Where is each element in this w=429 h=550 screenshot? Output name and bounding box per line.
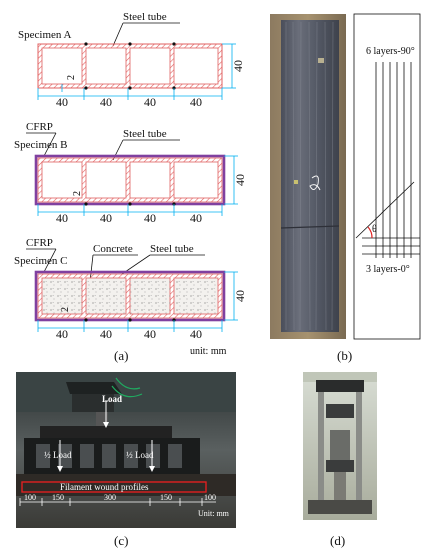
specimen-b-width-1: 40: [56, 211, 68, 225]
panel-c: Load ½ Load ½ Load Filament wound profil…: [16, 372, 236, 548]
specimen-b-tube-label: Steel tube: [123, 128, 167, 140]
specimen-c-width-3: 40: [144, 327, 156, 341]
specimen-c-width-1: 40: [56, 327, 68, 341]
panel-c-unit: Unit: mm: [198, 509, 230, 518]
specimen-b-thickness: 2: [72, 191, 83, 196]
specimen-c-label: Specimen C: [14, 255, 67, 267]
panel-a-unit: unit: mm: [190, 346, 227, 357]
specimen-c-cfrp-label: CFRP: [26, 237, 53, 249]
span-1: 100: [24, 493, 36, 502]
panel-a-caption: (a): [114, 348, 128, 363]
specimen-a-label: Specimen A: [18, 29, 72, 41]
specimen-a-height: 40: [231, 60, 245, 72]
specimen-a-thickness: 2: [66, 75, 77, 80]
top-layers-label: 6 layers-90°: [366, 46, 415, 57]
specimen-b-height: 40: [233, 174, 247, 186]
specimen-b-width-4: 40: [190, 211, 202, 225]
profile-label: Filament wound profiles: [60, 482, 149, 492]
span-2: 150: [52, 493, 64, 502]
span-4: 150: [160, 493, 172, 502]
panel-b-caption: (b): [337, 348, 352, 363]
specimen-c-height: 40: [233, 290, 247, 302]
specimen-c-width-2: 40: [100, 327, 112, 341]
half-load-right-label: ½ Load: [126, 450, 154, 460]
specimen-a-width-4: 40: [190, 95, 202, 109]
span-3: 300: [104, 493, 116, 502]
specimen-c-tube-label: Steel tube: [150, 243, 194, 255]
bottom-layers-label: 3 layers-0°: [366, 264, 410, 275]
specimen-c-section: CFRP Specimen C Concrete Steel tube 2: [14, 237, 247, 341]
specimen-c-thickness: 2: [60, 307, 71, 312]
span-5: 100: [204, 493, 216, 502]
panel-a: Specimen A Steel tube 2 40: [14, 11, 247, 363]
panel-c-caption: (c): [114, 533, 128, 548]
panel-b: θ 6 layers-90° 3 layers-0° (b): [270, 13, 421, 363]
specimen-b-width-3: 40: [144, 211, 156, 225]
specimen-photo: [270, 14, 346, 339]
specimen-b-cfrp-label: CFRP: [26, 121, 53, 133]
theta-label: θ: [372, 224, 377, 235]
specimen-c-concrete-label: Concrete: [93, 243, 133, 255]
specimen-a-width-2: 40: [100, 95, 112, 109]
layup-schematic: θ 6 layers-90° 3 layers-0°: [353, 13, 421, 340]
half-load-left-label: ½ Load: [44, 450, 72, 460]
specimen-b-width-2: 40: [100, 211, 112, 225]
specimen-b-label: Specimen B: [14, 139, 67, 151]
panel-d-caption: (d): [330, 533, 345, 548]
specimen-b-section: CFRP Specimen B Steel tube 2 40: [14, 121, 247, 225]
specimen-c-width-4: 40: [190, 327, 202, 341]
panel-d: (d): [303, 372, 377, 548]
specimen-a-section: Specimen A Steel tube 2 40: [18, 11, 245, 109]
specimen-a-width-1: 40: [56, 95, 68, 109]
load-label: Load: [102, 394, 122, 404]
specimen-a-width-3: 40: [144, 95, 156, 109]
specimen-a-tube-label: Steel tube: [123, 11, 167, 23]
